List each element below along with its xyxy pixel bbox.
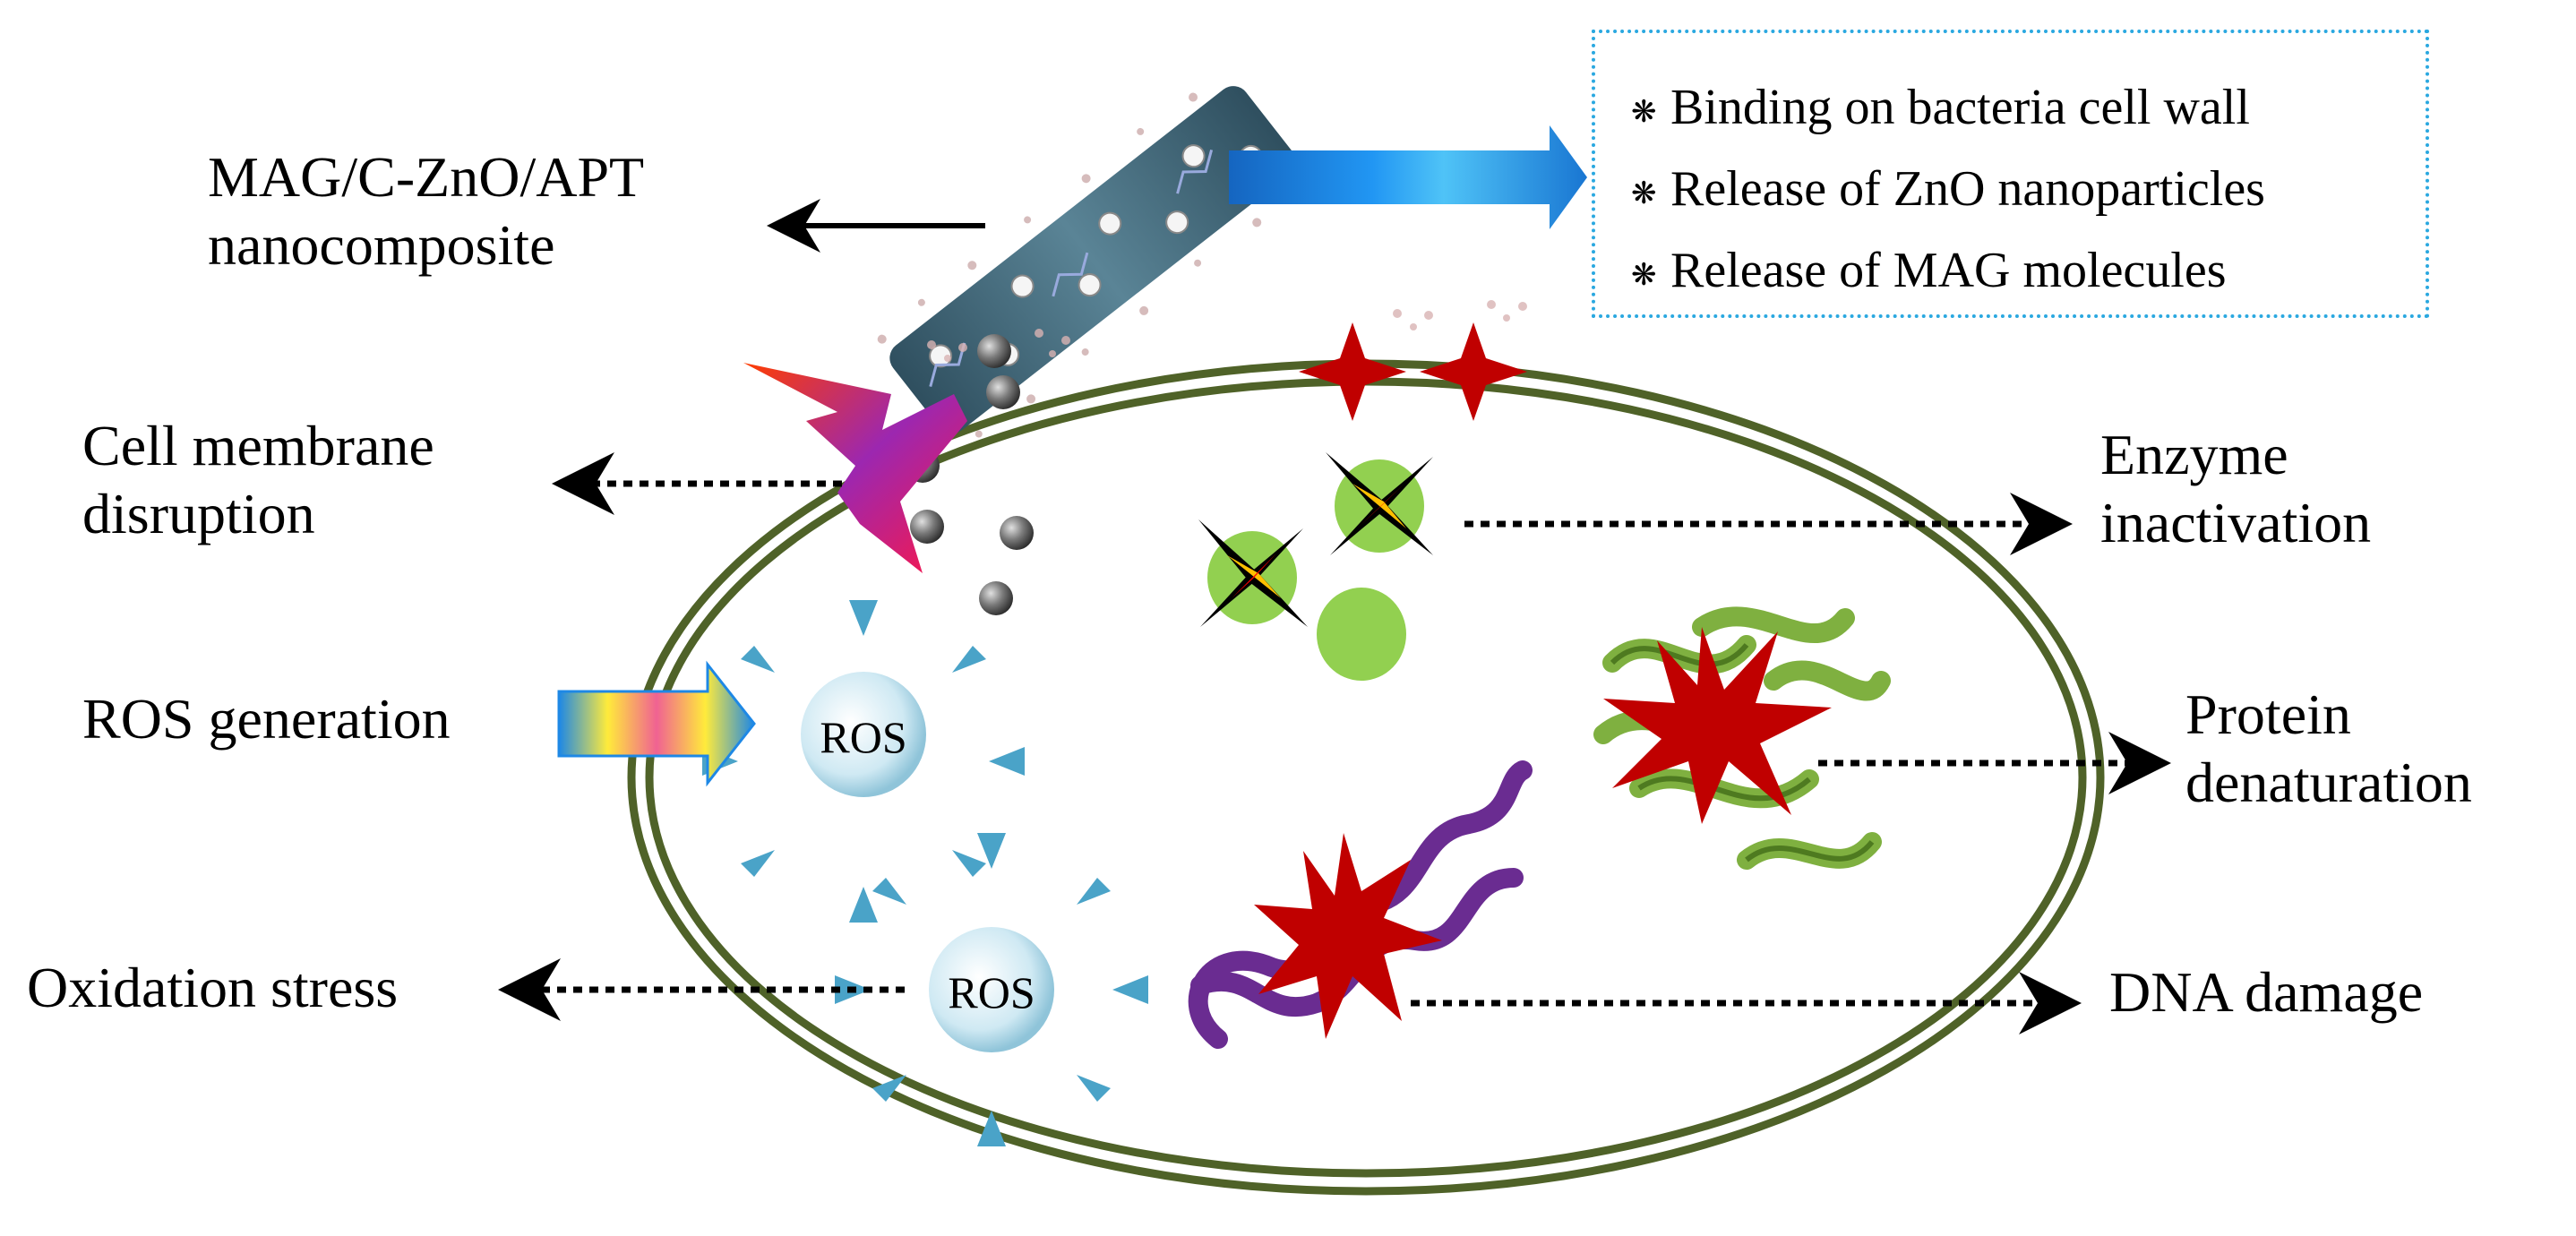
enzyme-inactivation-label: Enzyme inactivation <box>2100 421 2371 556</box>
damage-burst-icon <box>1603 627 1832 824</box>
bullet-icon: ❋ <box>1631 94 1657 131</box>
ros-sun-lower <box>835 833 1148 1146</box>
enzyme-inactivation-line2: inactivation <box>2100 490 2372 554</box>
ros-label-upper: ROS <box>820 712 906 762</box>
bullet-icon: ❋ <box>1631 176 1657 212</box>
mechanism-item: ❋ Release of MAG molecules <box>1631 232 2426 313</box>
protein-denaturation-label: Protein denaturation <box>2185 681 2472 816</box>
dna-damage-label: DNA damage <box>2109 960 2424 1024</box>
protein-denaturation-line2: denaturation <box>2185 750 2472 814</box>
oxidation-stress-label: Oxidation stress <box>27 956 399 1019</box>
mechanism-box: ❋ Binding on bacteria cell wall ❋ Release … <box>1592 30 2429 318</box>
ros-sun-upper <box>702 600 1025 923</box>
protein-denaturation-line1: Protein <box>2185 682 2351 746</box>
enzyme-inactivation-line1: Enzyme <box>2100 423 2288 486</box>
nanocomposite-label: MAG/C-ZnO/APT nanocomposite <box>208 143 644 279</box>
lightning-bolt-icon <box>743 363 967 573</box>
membrane-disruption-line2: disruption <box>82 481 315 545</box>
mechanism-item-text: Release of ZnO nanoparticles <box>1670 161 2265 218</box>
membrane-disruption-line1: Cell membrane <box>82 414 434 477</box>
enzyme-star-icon <box>1326 452 1433 555</box>
mag-molecule-clusters <box>927 300 1527 362</box>
mechanism-arrow <box>1229 125 1587 229</box>
enzymes <box>1198 452 1433 681</box>
nanocomposite-rod <box>877 86 1308 438</box>
mechanism-item-text: Binding on bacteria cell wall <box>1670 80 2250 135</box>
enzyme-star-icon <box>1198 519 1308 627</box>
protein <box>1593 606 1891 870</box>
nanocomposite-label-line2: nanocomposite <box>208 212 555 277</box>
mechanism-list: ❋ Binding on bacteria cell wall ❋ Release … <box>1595 33 2426 313</box>
damage-burst-icon <box>1254 833 1442 1039</box>
ros-generation-arrow <box>557 660 756 787</box>
mechanism-item: ❋ Release of ZnO nanoparticles <box>1631 150 2426 232</box>
membrane-disruption-label: Cell membrane disruption <box>82 412 434 547</box>
ros-label-lower: ROS <box>948 967 1035 1017</box>
ros-generation-label: ROS generation <box>82 687 451 751</box>
mechanism-item-text: Release of MAG molecules <box>1670 243 2227 299</box>
binding-stars <box>1299 322 1527 421</box>
bullet-icon: ❋ <box>1631 257 1657 294</box>
mechanism-item: ❋ Binding on bacteria cell wall <box>1631 69 2426 150</box>
nanocomposite-label-line1: MAG/C-ZnO/APT <box>208 145 645 209</box>
